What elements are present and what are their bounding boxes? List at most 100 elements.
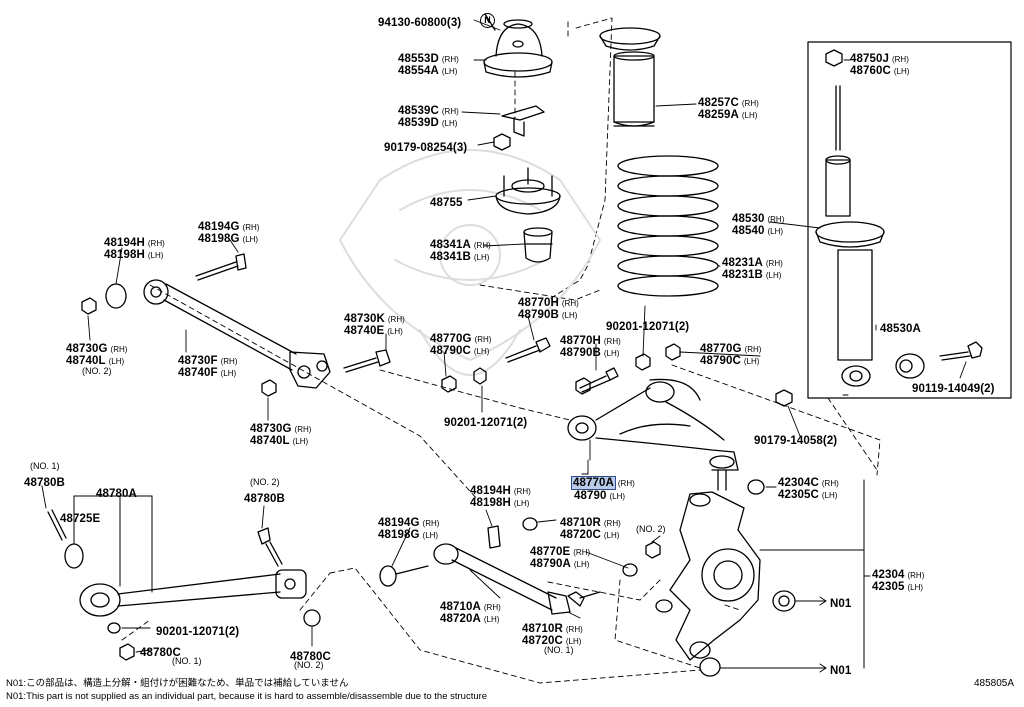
part-label[interactable]: 90179-08254(3): [384, 142, 468, 154]
part-label[interactable]: 48194G(RH): [378, 517, 440, 529]
leader-lines: [41, 19, 967, 653]
part-label[interactable]: 48730G(RH): [250, 423, 312, 435]
nut-90179b-drawing: [775, 389, 793, 407]
part-label[interactable]: 48710A(RH): [440, 601, 501, 613]
part-label[interactable]: 94130-60800(3): [378, 17, 462, 29]
sub-note: (NO. 2): [294, 660, 324, 670]
upper-arm-drawing: [567, 378, 739, 491]
part-label[interactable]: 42305C(LH): [778, 489, 838, 501]
shock-absorber-drawing: [815, 49, 885, 387]
part-label[interactable]: 90201-12071(2): [156, 626, 240, 638]
assembly-dash-lines: [121, 17, 881, 684]
toe-link-drawing: [379, 517, 661, 615]
part-label[interactable]: 48740L(LH): [66, 355, 125, 367]
part-label[interactable]: 48720C(LH): [522, 635, 582, 647]
coil-spring-drawing: [617, 155, 719, 297]
part-label[interactable]: 48750J(RH): [850, 53, 909, 65]
part-label[interactable]: N01: [830, 598, 852, 610]
part-label[interactable]: 90119-14049(2): [912, 383, 995, 395]
lower-link-drawing: [47, 509, 321, 661]
part-label[interactable]: 48530(RH): [732, 213, 785, 225]
part-label[interactable]: 48780C: [290, 651, 331, 663]
part-label[interactable]: 48259A(LH): [698, 109, 758, 121]
part-label[interactable]: 48198G(LH): [378, 529, 439, 541]
sub-note: (NO. 2): [82, 366, 112, 376]
bushing-drawing: [895, 353, 925, 379]
part-label[interactable]: 48257C(RH): [698, 97, 759, 109]
knuckle-callout-lines: [719, 479, 871, 673]
dust-boot-drawing: [599, 27, 661, 127]
part-label[interactable]: 48730K(RH): [344, 313, 405, 325]
part-label[interactable]: 48790B(LH): [518, 309, 578, 321]
part-label-highlighted[interactable]: 48770A(RH): [571, 476, 635, 490]
part-label[interactable]: 90179-14058(2): [754, 435, 838, 447]
part-label[interactable]: 48755: [430, 197, 463, 209]
part-label[interactable]: 48720A(LH): [440, 613, 500, 625]
part-label[interactable]: 48725E: [60, 513, 101, 525]
part-label[interactable]: 48790C(LH): [700, 355, 760, 367]
footnote-japanese: N01:この部品は、構造上分解・組付けが困難なため、単品では補給していません: [6, 678, 349, 689]
part-label[interactable]: 48730F(RH): [178, 355, 238, 367]
bushing-42304c-drawing: [747, 479, 765, 495]
part-label[interactable]: 48790(LH): [574, 490, 626, 502]
watermark-emblem: [339, 149, 601, 376]
shock-absorber-frame: [807, 41, 1012, 399]
bump-stop-drawing: [523, 227, 553, 263]
bushing-n01-a-drawing: [772, 590, 796, 612]
part-label[interactable]: 48194G(RH): [198, 221, 260, 233]
sub-note: (NO. 2): [250, 477, 280, 487]
knuckle-drawing: [655, 491, 761, 661]
part-label[interactable]: 48780B: [24, 477, 65, 489]
part-label[interactable]: N01: [830, 665, 852, 677]
part-label[interactable]: 48740L(LH): [250, 435, 309, 447]
footnote-english: N01:This part is not supplied as an indi…: [6, 691, 488, 702]
part-label[interactable]: 42304C(RH): [778, 477, 839, 489]
sub-note: (NO. 1): [172, 656, 202, 666]
part-label[interactable]: 48539D(LH): [398, 117, 458, 129]
part-label[interactable]: 48554A(LH): [398, 65, 458, 77]
part-label[interactable]: 48760C(LH): [850, 65, 910, 77]
part-label[interactable]: 48231B(LH): [722, 269, 782, 281]
part-label[interactable]: 48198H(LH): [104, 249, 164, 261]
part-label[interactable]: 48770G(RH): [430, 333, 492, 345]
part-label[interactable]: 48780A: [96, 488, 137, 500]
part-label[interactable]: 48231A(RH): [722, 257, 783, 269]
part-label[interactable]: 48553D(RH): [398, 53, 459, 65]
part-label[interactable]: 48341B(LH): [430, 251, 490, 263]
part-label[interactable]: 48341A(RH): [430, 239, 491, 251]
part-label[interactable]: 48539C(RH): [398, 105, 459, 117]
arm-bolts-drawing: [441, 337, 681, 395]
part-label[interactable]: 48194H(RH): [104, 237, 165, 249]
part-label[interactable]: 90201-12071(2): [444, 417, 528, 429]
part-label[interactable]: 48194H(RH): [470, 485, 531, 497]
part-label[interactable]: 48530A: [880, 323, 921, 335]
part-label[interactable]: 42304(RH): [872, 569, 925, 581]
nut-drawing: [493, 133, 511, 151]
part-label[interactable]: 48770H(RH): [518, 297, 579, 309]
part-label[interactable]: 48790A(LH): [530, 558, 590, 570]
bolt-90119-drawing: [939, 341, 983, 361]
part-label[interactable]: 48710R(RH): [560, 517, 621, 529]
part-label[interactable]: 48770H(RH): [560, 335, 621, 347]
part-label[interactable]: 48720C(LH): [560, 529, 620, 541]
sub-note: (NO. 1): [544, 645, 574, 655]
part-label[interactable]: 48790B(LH): [560, 347, 620, 359]
part-label[interactable]: 48740E(LH): [344, 325, 403, 337]
part-label[interactable]: 90201-12071(2): [606, 321, 690, 333]
part-label[interactable]: 48740F(LH): [178, 367, 237, 379]
part-label[interactable]: 48198H(LH): [470, 497, 530, 509]
part-label[interactable]: 48770E(RH): [530, 546, 591, 558]
part-label[interactable]: 48780C: [140, 647, 181, 659]
bushing-n01-b-drawing: [699, 657, 721, 677]
part-label[interactable]: 48198G(LH): [198, 233, 259, 245]
sub-note: (NO. 1): [30, 461, 60, 471]
drawing-code: 485805A: [973, 678, 1014, 689]
part-label[interactable]: 48710R(RH): [522, 623, 583, 635]
part-label[interactable]: 48780B: [244, 493, 285, 505]
part-label[interactable]: 48730G(RH): [66, 343, 128, 355]
part-label[interactable]: 42305(LH): [872, 581, 924, 593]
part-label[interactable]: 48540(LH): [732, 225, 784, 237]
part-label[interactable]: 48790C(LH): [430, 345, 490, 357]
part-label[interactable]: 48770G(RH): [700, 343, 762, 355]
